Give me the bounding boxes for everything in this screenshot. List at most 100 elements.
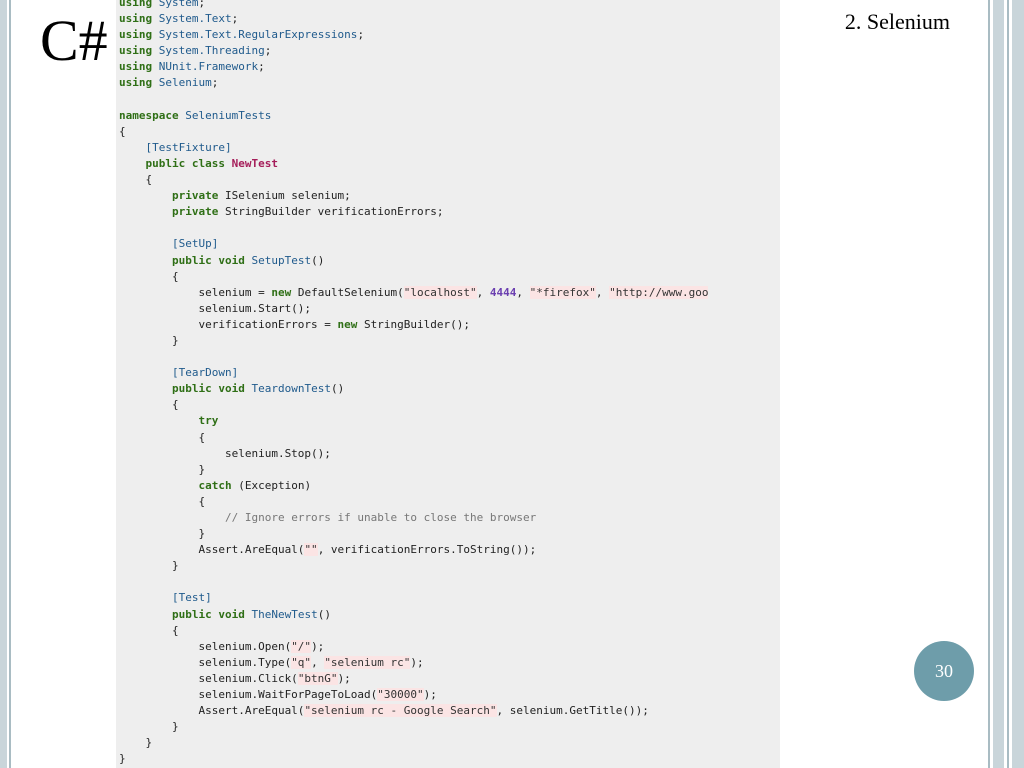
- code-line: {: [119, 623, 708, 639]
- code-line: {: [119, 269, 708, 285]
- code-token: ,: [476, 285, 490, 299]
- code-token: using: [119, 76, 153, 90]
- code-token: }: [119, 559, 179, 573]
- code-token: [225, 157, 232, 170]
- code-token: (): [311, 253, 325, 267]
- code-line: {: [119, 172, 708, 188]
- code-token: ;: [357, 28, 365, 42]
- code-line: using Selenium;: [119, 75, 708, 91]
- code-token: {: [119, 269, 179, 283]
- language-title: C#: [40, 8, 108, 73]
- code-token: [152, 76, 159, 89]
- code-line: selenium.Stop();: [119, 446, 708, 462]
- code-token: using: [119, 44, 153, 58]
- code-token: try: [198, 414, 219, 428]
- code-token: }: [119, 736, 153, 750]
- code-token: (Exception): [231, 478, 312, 492]
- code-line: try: [119, 413, 708, 429]
- code-token: [119, 608, 172, 621]
- code-token: "*firefox": [529, 285, 596, 299]
- code-line: namespace SeleniumTests: [119, 108, 708, 124]
- code-line: }: [119, 751, 708, 767]
- code-token: [Test]: [171, 591, 212, 605]
- code-line: selenium.Type("q", "selenium rc");: [119, 655, 708, 671]
- code-token: );: [423, 688, 437, 702]
- code-token: [119, 237, 172, 250]
- code-line: [TearDown]: [119, 365, 708, 381]
- code-token: using: [119, 12, 153, 26]
- code-token: );: [337, 671, 351, 685]
- code-token: , verificationErrors.ToString());: [317, 543, 537, 557]
- code-token: ;: [258, 60, 265, 74]
- code-token: "q": [291, 655, 312, 669]
- page-number-badge: 30: [914, 641, 974, 701]
- code-line: public void TheNewTest(): [119, 607, 708, 623]
- code-token: selenium.Click(: [119, 671, 298, 685]
- code-line: }: [119, 735, 708, 751]
- code-line: }: [119, 719, 708, 735]
- code-line: }: [119, 333, 708, 349]
- code-token: [119, 479, 198, 492]
- code-line: {: [119, 124, 708, 140]
- code-line: [119, 220, 708, 236]
- code-line: public void SetupTest(): [119, 253, 708, 269]
- code-token: "": [304, 543, 318, 557]
- code-token: "selenium rc - Google Search": [304, 704, 497, 718]
- code-line: [SetUp]: [119, 236, 708, 252]
- code-token: [152, 28, 159, 41]
- code-line: [119, 92, 708, 108]
- code-token: (): [317, 607, 331, 621]
- code-token: new: [337, 317, 358, 331]
- code-token: }: [119, 333, 179, 347]
- code-token: }: [119, 752, 126, 766]
- code-token: selenium.Stop();: [119, 446, 331, 460]
- code-token: // Ignore errors if unable to close the …: [224, 511, 537, 524]
- code-token: }: [119, 462, 206, 476]
- code-token: [119, 511, 225, 524]
- code-line: selenium.Start();: [119, 301, 708, 317]
- code-token: SeleniumTests: [185, 108, 272, 122]
- code-line: {: [119, 430, 708, 446]
- code-token: public void: [171, 607, 245, 621]
- code-token: TheNewTest: [251, 607, 318, 621]
- code-line: Assert.AreEqual("selenium rc - Google Se…: [119, 703, 708, 719]
- code-token: using: [119, 0, 153, 9]
- code-token: {: [119, 623, 179, 637]
- right-decorative-border: [986, 0, 1024, 768]
- code-token: [119, 382, 172, 395]
- code-line: selenium.Open("/");: [119, 639, 708, 655]
- code-token: NUnit.Framework: [158, 60, 259, 74]
- code-line: verificationErrors = new StringBuilder()…: [119, 317, 708, 333]
- code-token: verificationErrors =: [119, 317, 338, 331]
- code-line: using System;: [119, 0, 708, 11]
- code-token: [119, 189, 172, 202]
- code-token: "localhost": [403, 285, 477, 299]
- code-token: {: [119, 494, 206, 508]
- code-token: [119, 366, 172, 379]
- code-token: [152, 44, 159, 57]
- code-token: System: [158, 0, 199, 9]
- code-token: public void: [171, 382, 245, 396]
- code-token: TeardownTest: [251, 382, 331, 396]
- code-line: Assert.AreEqual("", verificationErrors.T…: [119, 542, 708, 558]
- code-token: public void: [171, 253, 245, 267]
- code-line: using System.Text.RegularExpressions;: [119, 27, 708, 43]
- code-token: using: [119, 60, 153, 74]
- code-line: [119, 574, 708, 590]
- code-token: "http://www.goo: [609, 285, 709, 299]
- code-token: "/": [291, 639, 312, 653]
- code-line: selenium.Click("btnG");: [119, 671, 708, 687]
- code-line: using System.Text;: [119, 11, 708, 27]
- code-token: [152, 12, 159, 25]
- code-line: private StringBuilder verificationErrors…: [119, 204, 708, 220]
- code-token: selenium.WaitForPageToLoad(: [119, 688, 378, 702]
- code-token: ;: [231, 12, 239, 26]
- code-listing: using System;using System.Text;using Sys…: [119, 0, 709, 768]
- code-token: StringBuilder verificationErrors;: [218, 205, 444, 219]
- code-line: [Test]: [119, 590, 708, 606]
- code-line: public void TeardownTest(): [119, 381, 708, 397]
- code-line: [TestFixture]: [119, 140, 708, 156]
- code-token: NewTest: [231, 156, 278, 170]
- code-token: "selenium rc": [324, 655, 411, 669]
- left-decorative-border: [0, 0, 14, 768]
